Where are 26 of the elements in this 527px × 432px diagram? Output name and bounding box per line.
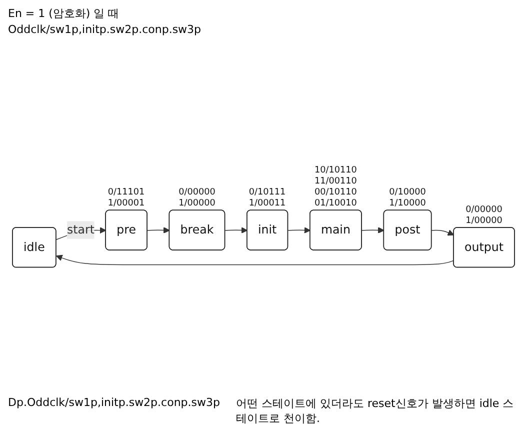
- note-text: 어떤 스테이트에 있더라도 reset신호가 발생하면 idle 스테이트로 천이함.: [236, 396, 515, 426]
- output-code-text: 1/00000: [178, 198, 216, 208]
- output-code-text: 1/10000: [389, 198, 426, 208]
- output-code-text: 0/10000: [389, 187, 426, 198]
- output-code-text: 00/10110: [314, 187, 357, 198]
- signal-list-text: Dp.Oddclk/sw1p,initp.sw2p.conp.sw3p: [8, 396, 220, 411]
- output-code-text: 1/00011: [248, 198, 286, 208]
- output-code-text: 1/00001: [108, 198, 145, 208]
- output-code-text: 01/10010: [314, 198, 357, 208]
- output-code-text: 1/00000: [466, 216, 502, 226]
- state-node: main: [310, 209, 362, 250]
- output-code-text: 11/00110: [314, 176, 357, 186]
- state-node: init: [246, 209, 288, 250]
- output-code-text: 0/00000: [466, 204, 502, 215]
- state-node: pre: [105, 209, 148, 250]
- output-code-text: 0/11101: [108, 187, 145, 198]
- output-code-text: 0/00000: [178, 187, 216, 198]
- output-code-text: 0/10111: [248, 187, 286, 198]
- output-code-text: 10/10110: [314, 165, 357, 176]
- state-node: idle: [12, 226, 56, 268]
- edge-label: start: [66, 220, 94, 239]
- state-node: break: [168, 209, 226, 250]
- state-node: post: [383, 209, 432, 250]
- signal-list-text: Oddclk/sw1p,initp.sw2p.conp.sw3p: [8, 23, 202, 36]
- state-node: output: [453, 226, 515, 268]
- signal-list-text: En = 1 (암호화) 일 때: [8, 6, 120, 21]
